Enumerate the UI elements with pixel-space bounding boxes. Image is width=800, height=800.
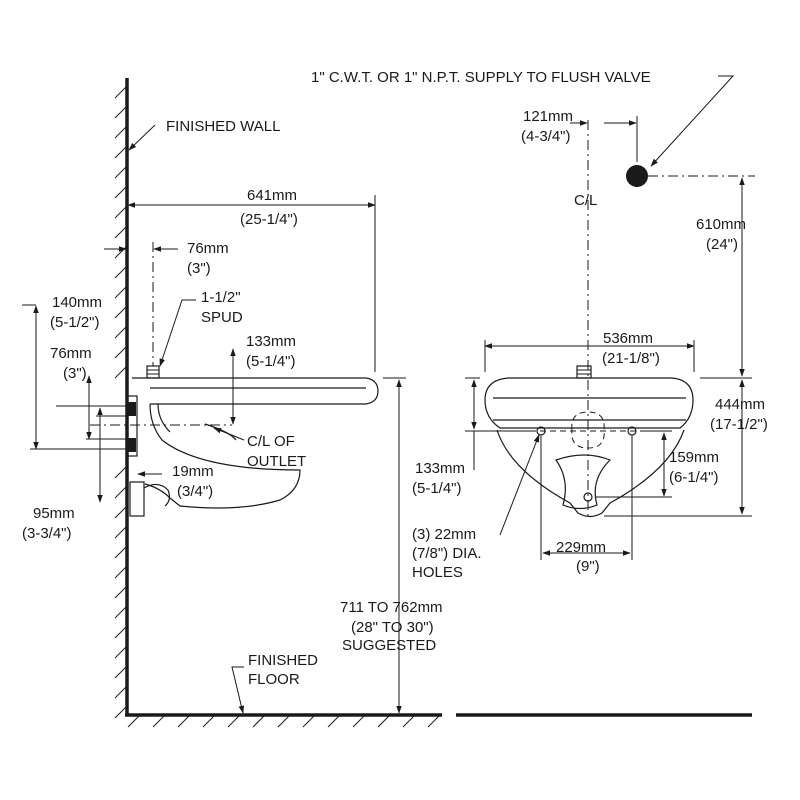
holes-label-1: (3) 22mm: [412, 526, 476, 543]
side-dim-lines: [22, 124, 406, 714]
finished-wall-label: FINISHED WALL: [166, 118, 280, 135]
finished-floor: [125, 713, 752, 728]
dim-536-mm: 536mm: [603, 330, 653, 347]
dim-159-mm: 159mm: [669, 449, 719, 466]
dim-641-mm: 641mm: [247, 187, 297, 204]
dim-229-in: (9"): [576, 558, 600, 575]
centerline-label: C/L: [574, 192, 597, 209]
suggested-2: (28" TO 30"): [351, 619, 434, 636]
spud-label-1: 1-1/2": [201, 289, 241, 306]
dim-95-mm: 95mm: [33, 505, 75, 522]
dim-133-front-mm: 133mm: [415, 460, 465, 477]
dim-610-mm: 610mm: [696, 216, 746, 233]
dim-140-mm: 140mm: [52, 294, 102, 311]
supply-pipe-icon: [626, 165, 648, 187]
front-dim-lines: [465, 75, 755, 560]
dim-133-front-in: (5-1/4"): [412, 480, 462, 497]
dim-95-in: (3-3/4"): [22, 525, 72, 542]
dim-444-in: (17-1/2"): [710, 416, 768, 433]
dim-121-in: (4-3/4"): [521, 128, 571, 145]
dim-140-in: (5-1/2"): [50, 314, 100, 331]
dim-76-side-in: (3"): [63, 365, 87, 382]
dim-444-mm: 444mm: [715, 396, 765, 413]
floor-label-1: FINISHED: [248, 652, 318, 669]
dim-19-mm: 19mm: [172, 463, 214, 480]
outlet-label-2: OUTLET: [247, 453, 306, 470]
dim-229-mm: 229mm: [556, 539, 606, 556]
dim-19-in: (3/4"): [177, 483, 213, 500]
holes-label-2: (7/8") DIA.: [412, 545, 482, 562]
floor-label-2: FLOOR: [248, 671, 300, 688]
suggested-3: SUGGESTED: [342, 637, 436, 654]
dim-76-top-mm: 76mm: [187, 240, 229, 257]
holes-label-3: HOLES: [412, 564, 463, 581]
finished-wall: [114, 78, 129, 719]
spud-label-2: SPUD: [201, 309, 243, 326]
outlet-label-1: C/L OF: [247, 433, 295, 450]
dim-133-side-mm: 133mm: [246, 333, 296, 350]
dim-76-side-mm: 76mm: [50, 345, 92, 362]
dim-536-in: (21-1/8"): [602, 350, 660, 367]
supply-label: 1" C.W.T. OR 1" N.P.T. SUPPLY TO FLUSH V…: [311, 69, 651, 86]
dim-159-in: (6-1/4"): [669, 469, 719, 486]
dim-121-mm: 121mm: [523, 108, 573, 125]
dim-76-top-in: (3"): [187, 260, 211, 277]
urinal-front-view: [484, 120, 694, 520]
dim-133-side-in: (5-1/4"): [246, 353, 296, 370]
dim-610-in: (24"): [706, 236, 738, 253]
dim-641-in: (25-1/4"): [240, 211, 298, 228]
suggested-1: 711 TO 762mm: [340, 599, 443, 616]
